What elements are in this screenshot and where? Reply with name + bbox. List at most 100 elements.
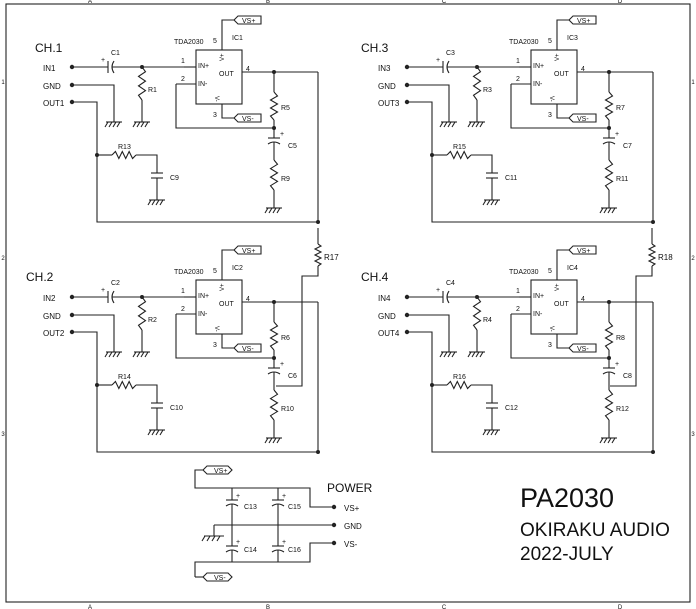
ic-pin-label: IN- [198, 311, 208, 318]
channel-title: CH.3 [361, 41, 389, 55]
resistor-r18 [647, 243, 657, 267]
component-label: R6 [281, 335, 290, 342]
col-label: B [266, 0, 270, 5]
component-label: C12 [505, 405, 518, 412]
input-label: IN3 [378, 64, 391, 73]
drawing-frame [5, 3, 691, 603]
svg-text:+: + [280, 361, 284, 368]
col-label: A [88, 605, 92, 609]
rail-flag-label: VS+ [577, 18, 590, 25]
rail-flag [568, 343, 597, 353]
amplifier-channel: CH.2IN2GNDOUT2+C2R2R14C10TDA2030IC2IN+IN… [26, 245, 320, 454]
gnd-label: GND [43, 312, 61, 321]
component-label: R16 [453, 374, 466, 381]
ic-pin-number: 4 [581, 66, 585, 73]
svg-text:+: + [101, 287, 105, 294]
project-title: PA2030 [520, 483, 614, 513]
ic-pin-number: 2 [181, 76, 185, 83]
rail-flag [568, 15, 597, 25]
power-terminal-label: GND [344, 522, 362, 531]
component-label: C13 [244, 504, 257, 511]
row-label: 3 [691, 432, 695, 438]
component-label: R14 [118, 374, 131, 381]
ic-pin-label: V- [548, 96, 554, 102]
component-label: C10 [170, 405, 183, 412]
ic-pin-label: V- [548, 326, 554, 332]
ic-designator: IC2 [232, 265, 243, 272]
ic-pin-number: 1 [516, 288, 520, 295]
rail-flag-label: VS- [577, 346, 589, 353]
ic-pin-label: IN+ [198, 63, 209, 70]
rail-flag-label: VS- [242, 116, 254, 123]
component-label: C5 [288, 143, 297, 150]
ic-pin-label: V+ [555, 53, 561, 61]
row-label: 2 [1, 256, 5, 262]
rail-flag [568, 245, 597, 255]
component-label: R15 [453, 144, 466, 151]
ic-pin-number: 3 [548, 112, 552, 119]
svg-text:+: + [615, 131, 619, 138]
channel-title: CH.1 [35, 41, 63, 55]
ic-pin-label: IN+ [533, 63, 544, 70]
rail-flag-label: VS+ [577, 248, 590, 255]
component-label: C6 [288, 373, 297, 380]
ic-pin-number: 5 [213, 268, 217, 275]
ic-pin-label: V- [213, 96, 219, 102]
rail-flag [233, 15, 262, 25]
rail-flag-label: VS+ [242, 248, 255, 255]
ic-pin-label: V+ [555, 283, 561, 291]
ic-pin-number: 3 [548, 342, 552, 349]
component-label: R11 [616, 176, 628, 183]
rail-flag-label: VS- [577, 116, 589, 123]
ic-pin-label: OUT [554, 71, 570, 78]
ic-pin-label: IN+ [198, 293, 209, 300]
channel-title: CH.4 [361, 270, 389, 284]
ic-pin-label: IN- [533, 81, 543, 88]
ic-pin-label: OUT [219, 71, 235, 78]
amplifier-channel: CH.4IN4GNDOUT4+C4R4R16C12TDA2030IC4IN+IN… [361, 245, 655, 454]
output-label: OUT1 [43, 99, 65, 108]
power-flag-label: VS- [214, 575, 226, 582]
ic-pin-label: IN- [533, 311, 543, 318]
col-label: D [618, 0, 623, 5]
component-label: R8 [616, 335, 625, 342]
ic-pin-number: 1 [181, 288, 185, 295]
amplifier-channel: CH.1IN1GNDOUT1+C1R1R13C9TDA2030IC1IN+IN-… [35, 15, 320, 224]
col-label: A [88, 0, 92, 5]
component-label: R2 [148, 317, 157, 324]
component-label: C11 [505, 175, 517, 182]
ic-pin-number: 1 [516, 58, 520, 65]
ic-pin-number: 2 [516, 306, 520, 313]
component-label: C2 [111, 280, 120, 287]
rail-flag-label: VS+ [242, 18, 255, 25]
rail-flag-label: VS- [242, 346, 254, 353]
ic-pin-label: IN+ [533, 293, 544, 300]
component-label: R18 [658, 253, 673, 262]
gnd-label: GND [378, 82, 396, 91]
component-label: C14 [244, 547, 257, 554]
ic-pin-label: V- [213, 326, 219, 332]
row-label: 1 [1, 80, 5, 86]
gnd-label: GND [43, 82, 61, 91]
component-label: R17 [324, 253, 339, 262]
ic-pin-number: 5 [548, 268, 552, 275]
terminal-vs-plus [331, 504, 337, 510]
vs-minus-flag [202, 572, 233, 582]
bridge-resistors: R17 R18 [276, 228, 673, 387]
component-label: C3 [446, 50, 455, 57]
component-label: R12 [616, 406, 629, 413]
ic-designator: IC3 [567, 35, 578, 42]
power-terminal-label: VS- [344, 540, 358, 549]
resistor-r17 [313, 243, 323, 267]
svg-text:+: + [280, 131, 284, 138]
component-label: R3 [483, 87, 492, 94]
row-label: 1 [691, 80, 695, 86]
svg-text:+: + [615, 361, 619, 368]
output-label: OUT2 [43, 329, 65, 338]
project-date: 2022-JULY [520, 544, 614, 565]
ic-part-number: TDA2030 [509, 269, 539, 276]
ic-part-number: TDA2030 [174, 269, 204, 276]
row-label: 3 [1, 432, 5, 438]
ic-pin-number: 4 [246, 66, 250, 73]
component-label: C4 [446, 280, 455, 287]
